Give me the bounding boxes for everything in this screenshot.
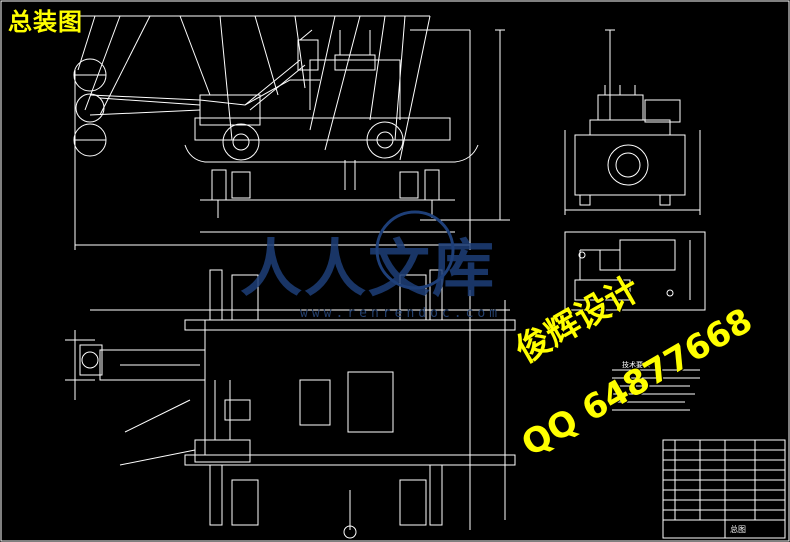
tank-plan-view [564,231,706,311]
drawing-title: 总装图 [8,8,83,36]
tank-front-view [564,29,701,215]
watermark-url: www.renrendoc.com [300,306,502,321]
watermark-text: 人人文库 [240,232,497,305]
side-view [73,15,510,250]
plan-view [65,269,516,539]
technical-notes [612,369,700,411]
watermark-circle [375,210,455,290]
title-block [662,439,786,539]
notes-title: 技术要求 [622,361,650,369]
titleblock-name: 总图 [730,525,746,534]
